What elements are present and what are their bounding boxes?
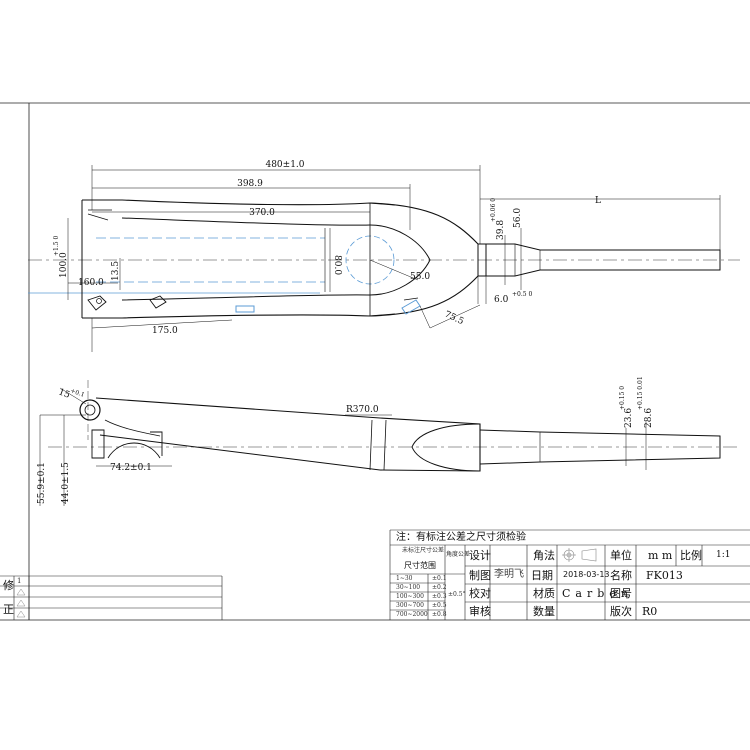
dim-6: 6.0 (494, 295, 509, 305)
tol-100: +1.5 0 (53, 236, 60, 256)
projection-symbol (562, 548, 597, 562)
tol-value-3: ±0.3 (432, 593, 447, 600)
dim-480: 480±1.0 (265, 160, 304, 170)
angle-tolerance-header: 角度公差 (446, 551, 471, 558)
tol-range-1: 1~30 (396, 575, 413, 582)
dim-r370: R370.0 (346, 405, 379, 415)
part-name-value: FK013 (646, 569, 683, 582)
label-draw: 制图 (469, 569, 491, 582)
label-scale: 比例 (680, 549, 702, 562)
label-material: 材质 (533, 587, 555, 600)
label-part-no: 图号 (610, 587, 632, 600)
tol-range-3: 100~300 (396, 593, 424, 600)
angle-tolerance-value: ±0.5° (448, 591, 466, 598)
tol-39-8: +0.06 0 (490, 198, 497, 222)
tol-value-5: ±0.8 (432, 611, 447, 618)
dim-23-6: 23.6 (624, 408, 634, 428)
dim-39-8: 39.8 (496, 220, 506, 240)
tol-value-2: ±0.2 (432, 584, 447, 591)
revision-label-2: 正 (3, 603, 14, 616)
drawer-name: 李明飞 (494, 569, 524, 580)
date-value: 2018-03-13 (563, 570, 610, 579)
dim-398-9: 398.9 (237, 179, 263, 189)
dim-15: 15 (57, 387, 71, 400)
version-value: R0 (642, 605, 658, 618)
label-review: 审核 (469, 605, 491, 618)
tolerance-table-header: 未标注尺寸公差 (402, 547, 445, 554)
tol-28-6: +0.15 0.01 (637, 376, 644, 410)
dim-370: 370.0 (249, 208, 275, 218)
unit-value: m m (648, 549, 673, 562)
revision-label-1: 修 (3, 579, 14, 592)
dim-175: 175.0 (152, 326, 178, 336)
tol-15: +0.1 (69, 387, 85, 399)
label-version: 版次 (610, 605, 632, 618)
dim-100: 100.0 (59, 252, 69, 278)
dim-L: L (595, 196, 601, 206)
label-check: 校对 (469, 587, 491, 600)
scale-value: 1:1 (716, 550, 731, 560)
dim-r55: 55.0 (410, 272, 430, 282)
dim-56: 56.0 (513, 208, 523, 228)
tol-23-6: +0.15 0 (619, 386, 626, 410)
dim-28-6: 28.6 (644, 408, 654, 428)
dim-13-5: 13.5 (111, 261, 121, 281)
tol-6: +0.5 0 (512, 291, 532, 298)
tolerance-note: 注：有标注公差之尺寸须检验 (396, 532, 526, 543)
dim-75-5: 75.5 (443, 310, 466, 328)
tol-range-4: 300~700 (396, 602, 424, 609)
label-unit: 单位 (610, 549, 632, 562)
tol-value-1: ±0.1 (432, 575, 447, 582)
tol-range-5: 700~2000 (396, 611, 428, 618)
label-name: 名称 (610, 569, 632, 582)
label-projection: 角法 (533, 549, 555, 562)
tol-range-2: 30~100 (396, 584, 421, 591)
dim-44: 44.0±1.5 (61, 462, 71, 504)
label-design: 设计 (469, 549, 491, 562)
label-quantity: 数量 (533, 605, 555, 618)
revision-mark: 1 (17, 577, 22, 585)
tol-value-4: ±0.5 (432, 602, 447, 609)
material-value: Carbon (562, 587, 633, 600)
dim-160: 160.0 (78, 278, 104, 288)
dim-55-9: 55.9±0.1 (37, 462, 47, 504)
size-range-label: 尺寸范围 (404, 561, 436, 570)
dim-80: 80.0 (332, 255, 342, 275)
label-date: 日期 (531, 569, 553, 582)
dim-74-2: 74.2±0.1 (110, 463, 152, 473)
